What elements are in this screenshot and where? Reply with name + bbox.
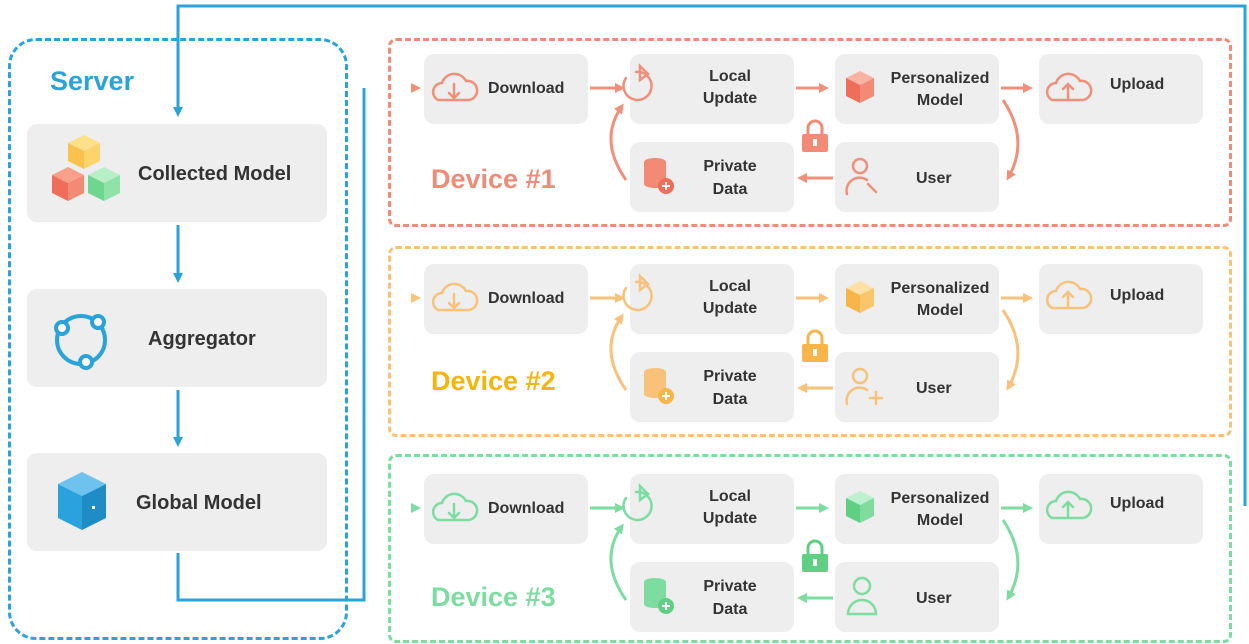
device-3-title: Device #3	[431, 582, 556, 612]
global-model-label: Global Model	[136, 492, 262, 514]
device-1-upload-icon	[1045, 72, 1093, 102]
device-2-refresh-icon	[622, 272, 653, 312]
device-2-model-label: Model	[916, 302, 964, 319]
device-1-lock-icon	[802, 119, 828, 152]
device-3-personalized-icon	[846, 491, 874, 523]
device-2-personalized-icon	[846, 281, 874, 313]
device-2-upload-label: Upload	[1110, 287, 1165, 304]
device-3-download-icon	[431, 492, 479, 522]
device-1-user-label: User	[916, 170, 952, 187]
aggregator-label: Aggregator	[148, 328, 256, 350]
device-1-personalized-icon	[846, 71, 874, 103]
device-1-personalized-label: Personalized	[890, 70, 990, 87]
device-1-upload-box	[1039, 54, 1203, 124]
device-1-model-label: Model	[916, 92, 964, 109]
device-2-update-label: Update	[702, 300, 758, 317]
device-3-lock-icon	[802, 539, 828, 572]
device-3-upload-icon	[1045, 490, 1093, 520]
device-2-local-update-box	[630, 264, 794, 334]
device-2-local-label: Local	[709, 278, 751, 295]
device-1-refresh-icon	[622, 62, 653, 102]
device-2-user-icon	[845, 367, 884, 406]
global-distribution-line	[176, 88, 366, 602]
global-model-icon	[58, 472, 106, 530]
device-1-local-label: Local	[709, 68, 751, 85]
device-3-download-box	[424, 474, 588, 544]
device-2-database-icon	[644, 368, 674, 404]
device-2-upload-box	[1039, 264, 1203, 334]
device-1-data-label: Data	[712, 181, 748, 198]
device-3-arrows	[590, 503, 1033, 603]
device-1-user-icon	[845, 157, 878, 196]
device-1-database-icon	[644, 158, 674, 194]
device-2-data-label: Data	[712, 391, 748, 408]
collected-model-icon	[52, 135, 120, 201]
device-3-user-box	[835, 562, 999, 632]
device-2-download-box	[424, 264, 588, 334]
device-1-title: Device #1	[431, 164, 556, 194]
device-2-arrows	[590, 293, 1033, 393]
server-title: Server	[50, 66, 135, 96]
device-3-private-label: Private	[703, 578, 757, 595]
feedback-line	[173, 4, 1247, 506]
device-3-model-label: Model	[916, 512, 964, 529]
device-1-download-label: Download	[488, 80, 565, 97]
device-1-download-box	[424, 54, 588, 124]
device-3-refresh-icon	[622, 482, 653, 522]
device-3-database-icon	[644, 578, 674, 614]
device-2-user-label: User	[916, 380, 952, 397]
device-3-download-label: Download	[488, 500, 565, 517]
device-3-personalized-label: Personalized	[890, 490, 990, 507]
device-1-upload-label: Upload	[1110, 76, 1165, 93]
device-3-frame	[388, 454, 1232, 643]
device-3-upload-box	[1039, 474, 1203, 544]
device-3-upload-label: Upload	[1110, 495, 1165, 512]
device-3-user-icon	[846, 576, 878, 616]
device-1-local-update-box	[630, 54, 794, 124]
device-3-user-label: User	[916, 590, 952, 607]
device-2-download-icon	[431, 282, 479, 312]
device-1-frame	[388, 38, 1232, 227]
device-2-upload-icon	[1045, 280, 1093, 310]
device-1-arrows	[590, 83, 1033, 183]
device-1-download-icon	[431, 72, 479, 102]
aggregator-box	[27, 289, 327, 387]
device-2-lock-icon	[802, 329, 828, 362]
device-3-update-label: Update	[702, 510, 758, 527]
device-2-private-label: Private	[703, 368, 757, 385]
device-3-data-label: Data	[712, 601, 748, 618]
device-2-personalized-label: Personalized	[890, 280, 990, 297]
aggregator-icon	[54, 314, 107, 370]
device-3-local-update-box	[630, 474, 794, 544]
device-2-frame	[388, 246, 1232, 437]
device-2-title: Device #2	[431, 366, 556, 396]
device-1-update-label: Update	[702, 90, 758, 107]
device-1-private-label: Private	[703, 158, 757, 175]
device-2-download-label: Download	[488, 290, 565, 307]
device-3-local-label: Local	[709, 488, 751, 505]
collected-model-label: Collected Model	[138, 163, 292, 185]
